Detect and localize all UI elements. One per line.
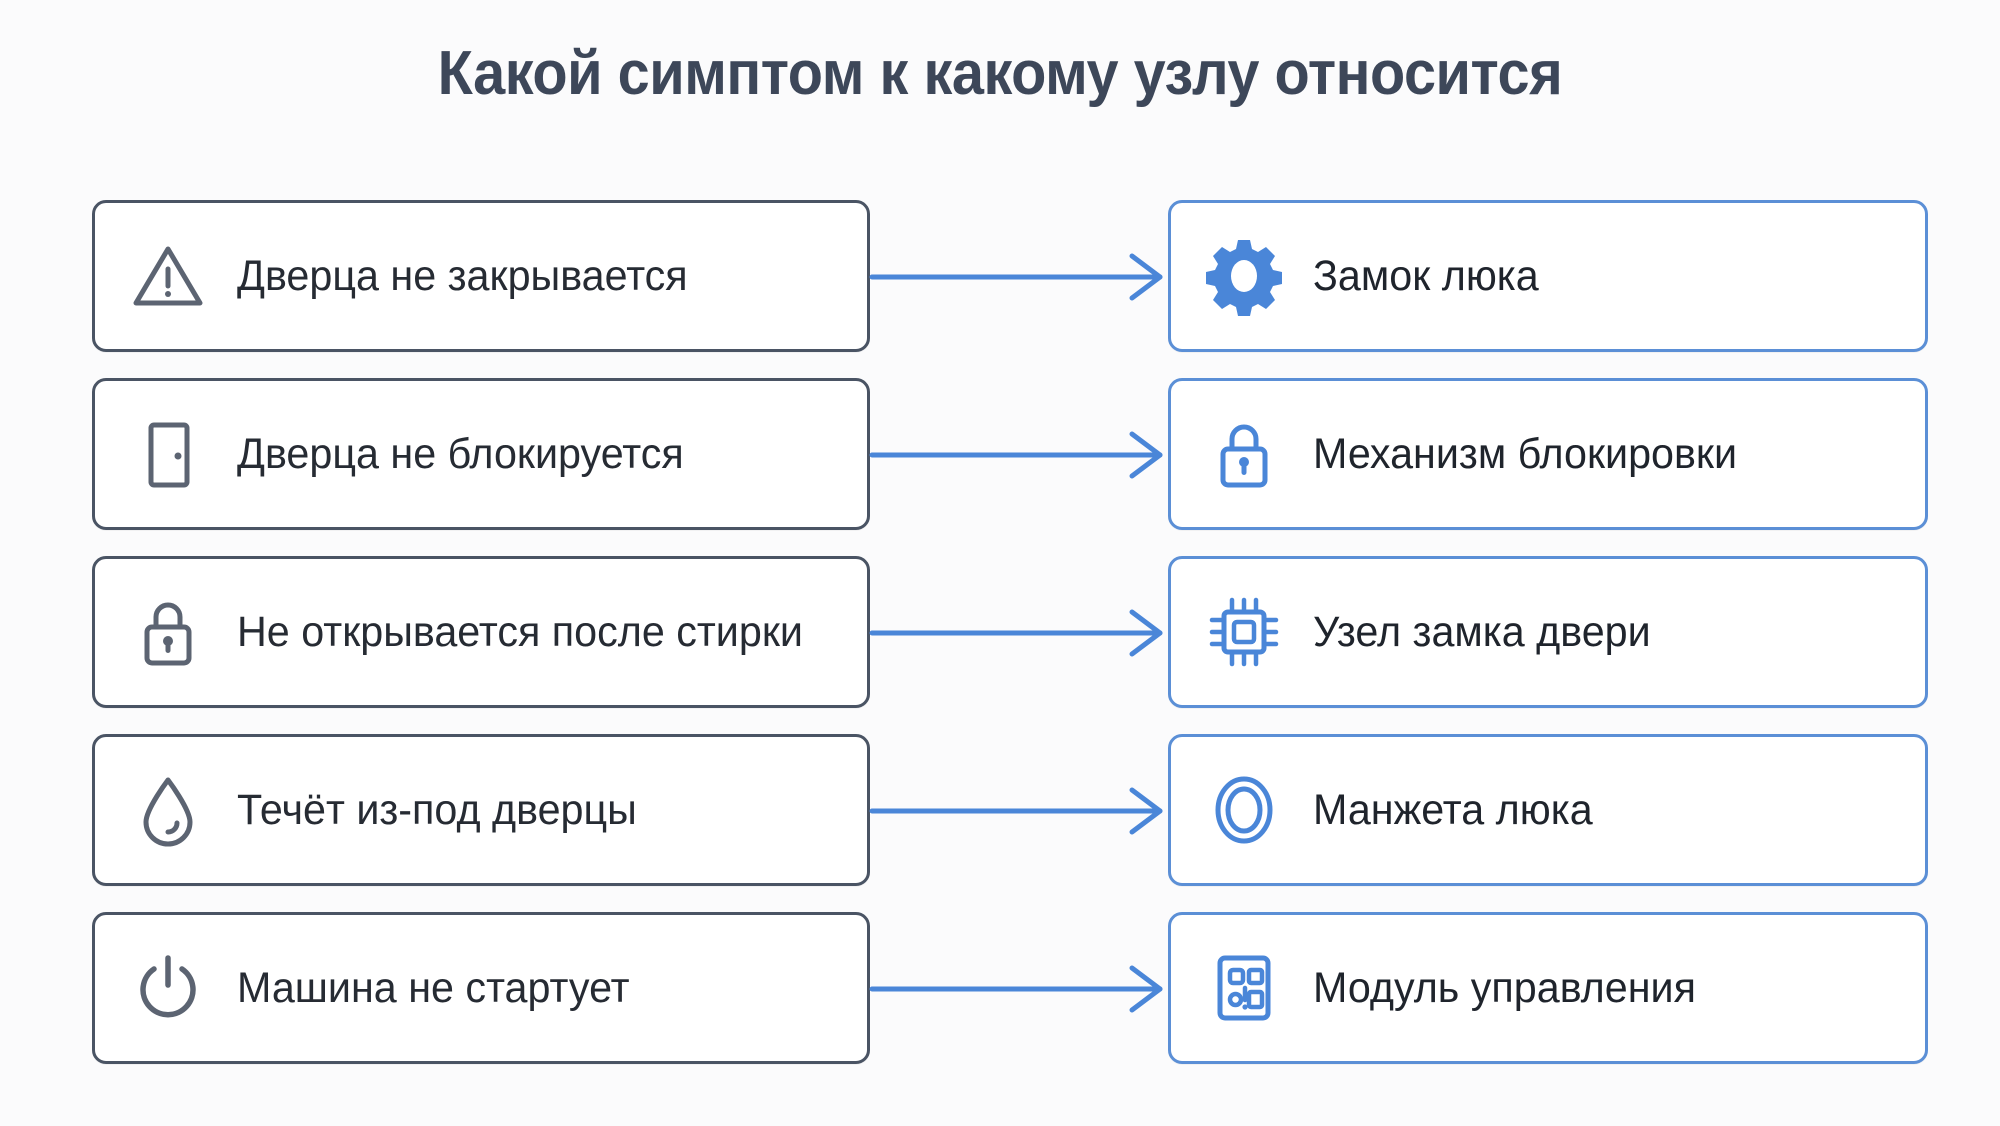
symptom-label: Не открывается после стирки [237,607,803,656]
node-card-5[interactable]: Модуль управления [1168,912,1928,1064]
node-card-1[interactable]: Замок люка [1168,200,1928,352]
door-icon [125,411,211,497]
chip-icon [1201,589,1287,675]
symptom-card-2[interactable]: Дверца не блокируется [92,378,870,530]
node-label: Узел замка двери [1313,607,1651,656]
symptom-label: Течёт из-под дверцы [237,785,637,834]
connection-arrow-2 [869,431,1163,479]
connection-arrow-3 [869,609,1163,657]
connection-arrow-5 [869,965,1163,1013]
node-card-4[interactable]: Манжета люка [1168,734,1928,886]
padlock-blue-icon [1201,411,1287,497]
symptom-column: Дверца не закрывается Дверца не блокируе… [92,200,870,1090]
node-column: Замок люка Механизм блокировки [1168,200,1928,1090]
node-card-2[interactable]: Механизм блокировки [1168,378,1928,530]
water-drop-icon [125,767,211,853]
node-card-3[interactable]: Узел замка двери [1168,556,1928,708]
ring-seal-icon [1201,767,1287,853]
padlock-closed-icon [125,589,211,675]
symptom-label: Машина не стартует [237,963,630,1012]
symptom-label: Дверца не закрывается [237,251,688,300]
symptom-card-4[interactable]: Течёт из-под дверцы [92,734,870,886]
node-label: Замок люка [1313,251,1539,300]
control-module-icon [1201,945,1287,1031]
node-label: Манжета люка [1313,785,1593,834]
warning-triangle-icon [125,233,211,319]
symptom-card-1[interactable]: Дверца не закрывается [92,200,870,352]
page-title: Какой симптом к какому узлу относится [437,39,1563,108]
gear-icon [1201,233,1287,319]
symptom-card-3[interactable]: Не открывается после стирки [92,556,870,708]
symptom-card-5[interactable]: Машина не стартует [92,912,870,1064]
symptom-label: Дверца не блокируется [237,429,684,478]
connection-arrow-1 [869,253,1163,301]
node-label: Модуль управления [1313,963,1696,1012]
power-icon [125,945,211,1031]
connection-arrow-4 [869,787,1163,835]
node-label: Механизм блокировки [1313,429,1738,478]
